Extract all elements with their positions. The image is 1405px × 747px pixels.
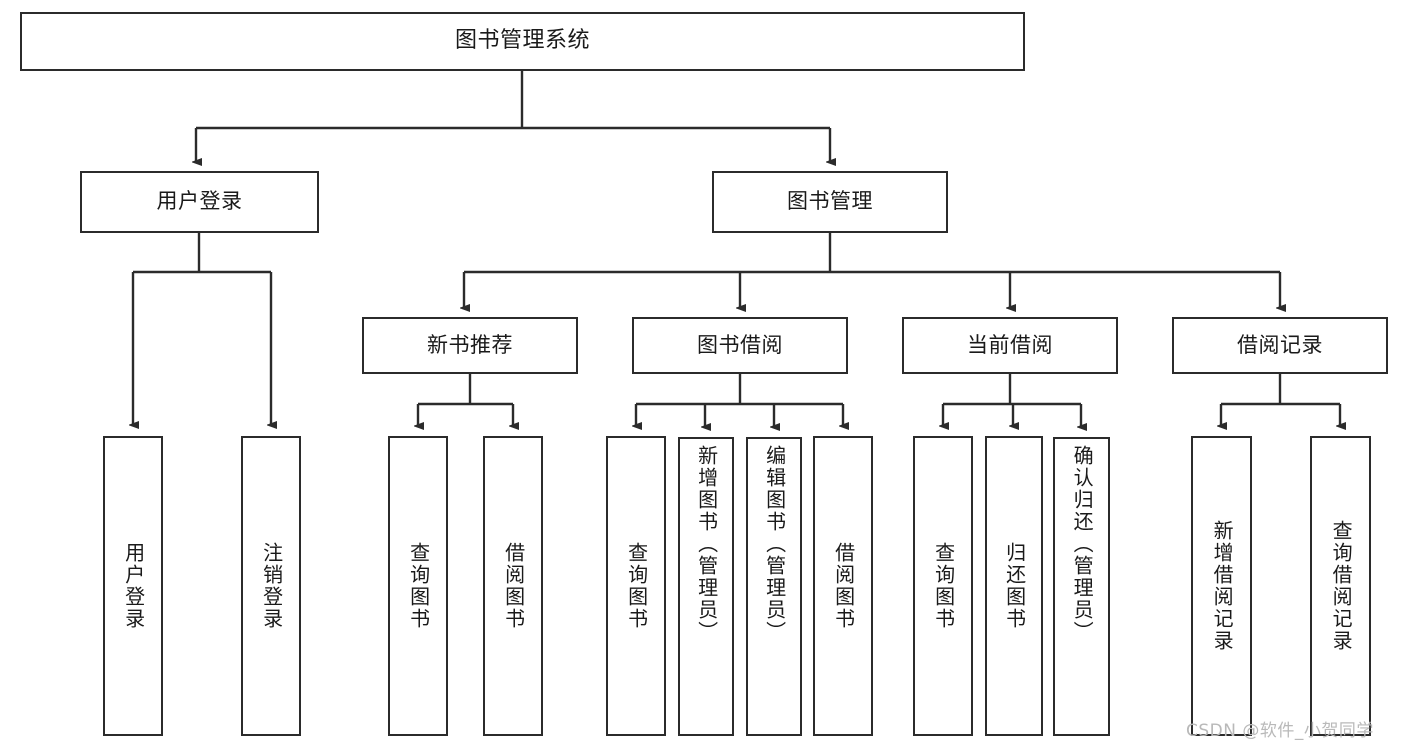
node-leaf-query-record-label: 查询借阅记录 [1329,520,1354,652]
node-borrow-record-label: 借阅记录 [1237,332,1323,357]
node-book-manage-label: 图书管理 [787,189,873,214]
node-leaf-add-book[interactable]: 新增图书（管理员） [678,437,734,736]
node-leaf-query-book-3[interactable]: 查询图书 [913,436,973,736]
node-leaf-add-record-label: 新增借阅记录 [1210,520,1235,652]
node-user-login[interactable]: 用户登录 [80,171,319,233]
node-leaf-add-book-label: 新增图书（管理员） [694,445,719,643]
node-leaf-edit-book[interactable]: 编辑图书（管理员） [746,437,802,736]
node-leaf-query-record[interactable]: 查询借阅记录 [1310,436,1371,736]
node-leaf-logout-label: 注销登录 [259,542,284,630]
node-current-borrow[interactable]: 当前借阅 [902,317,1118,374]
node-leaf-edit-book-label: 编辑图书（管理员） [762,445,787,643]
node-leaf-logout[interactable]: 注销登录 [241,436,301,736]
node-book-manage[interactable]: 图书管理 [712,171,948,233]
node-book-borrow[interactable]: 图书借阅 [632,317,848,374]
node-borrow-record[interactable]: 借阅记录 [1172,317,1388,374]
node-leaf-query-book-3-label: 查询图书 [931,542,956,630]
node-leaf-user-login-label: 用户登录 [121,542,146,630]
node-leaf-confirm-return[interactable]: 确认归还（管理员） [1053,437,1110,736]
csdn-watermark: CSDN @软件_小贺同学 [1186,721,1374,741]
node-leaf-return-book-label: 归还图书 [1002,542,1027,630]
node-book-borrow-label: 图书借阅 [697,332,783,357]
node-leaf-add-record[interactable]: 新增借阅记录 [1191,436,1252,736]
node-leaf-borrow-book-2-label: 借阅图书 [831,542,856,630]
node-new-book-recommend[interactable]: 新书推荐 [362,317,578,374]
node-leaf-query-book-1-label: 查询图书 [406,542,431,630]
node-leaf-return-book[interactable]: 归还图书 [985,436,1043,736]
node-root[interactable]: 图书管理系统 [20,12,1025,71]
node-current-borrow-label: 当前借阅 [967,332,1053,357]
node-leaf-query-book-2-label: 查询图书 [624,542,649,630]
node-leaf-borrow-book-2[interactable]: 借阅图书 [813,436,873,736]
node-leaf-borrow-book-1-label: 借阅图书 [501,542,526,630]
node-leaf-query-book-2[interactable]: 查询图书 [606,436,666,736]
node-leaf-query-book-1[interactable]: 查询图书 [388,436,448,736]
node-new-book-recommend-label: 新书推荐 [427,332,513,357]
node-root-label: 图书管理系统 [454,28,590,54]
node-user-login-label: 用户登录 [156,189,243,214]
node-leaf-confirm-return-label: 确认归还（管理员） [1070,445,1095,643]
node-leaf-borrow-book-1[interactable]: 借阅图书 [483,436,543,736]
node-leaf-user-login[interactable]: 用户登录 [103,436,163,736]
